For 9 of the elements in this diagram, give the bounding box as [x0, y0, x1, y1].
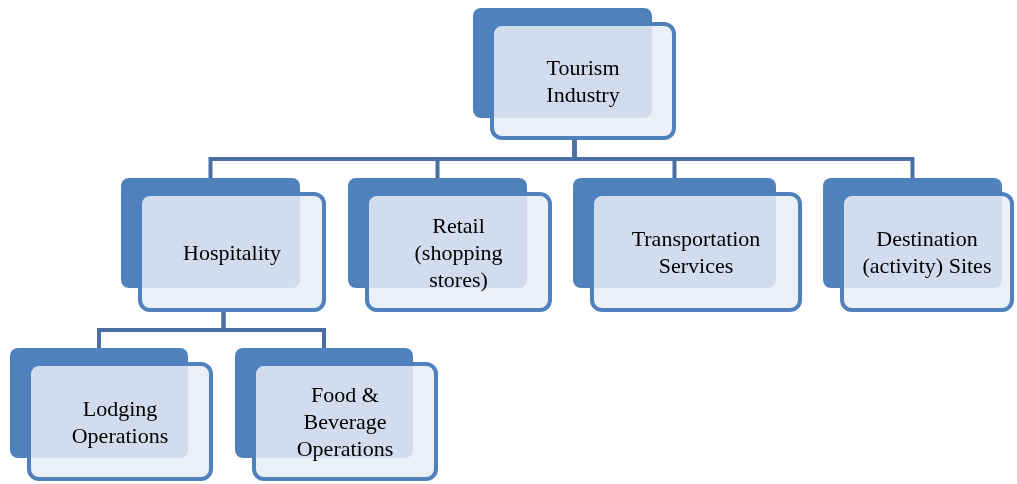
node-label: Destination (activity) Sites — [861, 225, 993, 279]
node-label: Lodging Operations — [70, 394, 170, 449]
node-label: Retail (shopping stores) — [413, 211, 504, 293]
connector-line — [221, 312, 326, 348]
node-label: Hospitality — [183, 238, 281, 266]
node-label: Transportation Services — [630, 225, 762, 279]
node-label: Tourism Industry — [545, 54, 621, 108]
node-label: Food & Beverage Operations — [295, 381, 395, 462]
connector-line — [572, 140, 915, 178]
